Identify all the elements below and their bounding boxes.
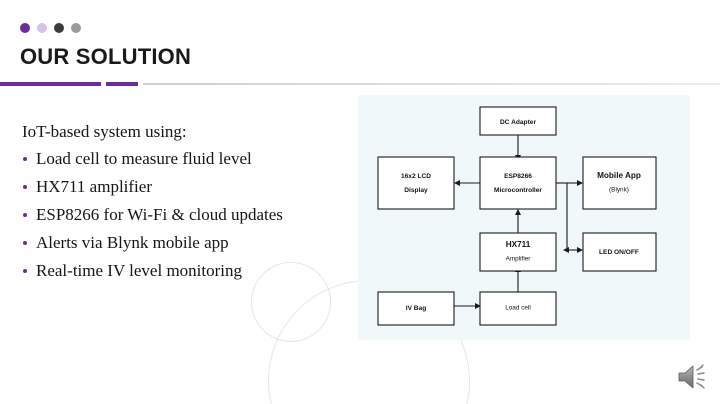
bullet-marker-icon bbox=[23, 213, 27, 217]
list-item: HX711 amplifier bbox=[22, 178, 352, 195]
dot-purple-light bbox=[37, 23, 47, 33]
diagram-box-label-line1: HX711 bbox=[506, 240, 531, 249]
bullet-marker-icon bbox=[23, 157, 27, 161]
intro-line: IoT-based system using: bbox=[22, 122, 187, 141]
dot-gray-light bbox=[71, 23, 81, 33]
divider-gray-segment bbox=[143, 83, 720, 85]
title-divider bbox=[0, 82, 720, 86]
diagram-box-label-line1: ESP8266 bbox=[504, 173, 532, 180]
diagram-box-mobile-app: Mobile App (Blynk) bbox=[582, 156, 657, 210]
list-item-label: HX711 amplifier bbox=[36, 177, 152, 196]
list-item-label: Real-time IV level monitoring bbox=[36, 261, 243, 280]
diagram-box-label: DC Adapter bbox=[500, 119, 536, 126]
diagram-box-label-line2: Microcontroller bbox=[494, 187, 542, 194]
divider-accent-segment-2 bbox=[106, 82, 138, 86]
speaker-icon[interactable] bbox=[676, 362, 710, 392]
diagram-box-label-line1: Mobile App bbox=[597, 171, 641, 180]
list-item-label: ESP8266 for Wi-Fi & cloud updates bbox=[36, 205, 283, 224]
diagram-box-hx711: HX711 Amplifier bbox=[479, 232, 557, 272]
list-item: Alerts via Blynk mobile app bbox=[22, 234, 352, 251]
list-item: Load cell to measure fluid level bbox=[22, 150, 352, 167]
diagram-box-label-line1: 16x2 LCD bbox=[401, 173, 431, 180]
diagram-box-dc-adapter: DC Adapter bbox=[479, 106, 557, 136]
list-item: ESP8266 for Wi-Fi & cloud updates bbox=[22, 206, 352, 223]
block-diagram-svg: DC Adapter 16x2 LCD Display ESP8266 Micr… bbox=[377, 106, 657, 326]
diagram-box-label: IV Bag bbox=[406, 305, 427, 312]
list-item: Real-time IV level monitoring bbox=[22, 262, 352, 279]
divider-accent-segment-1 bbox=[0, 82, 101, 86]
diagram-box-label-line2: Display bbox=[404, 187, 428, 194]
diagram-box-esp8266: ESP8266 Microcontroller bbox=[479, 156, 557, 210]
diagram-box-label-line2: Amplifier bbox=[506, 256, 532, 263]
diagram-box-led: LED ON/OFF bbox=[582, 232, 657, 272]
diagram-box-iv-bag: IV Bag bbox=[377, 291, 455, 326]
list-item-label: Load cell to measure fluid level bbox=[36, 149, 252, 168]
diagram-box-lcd-display: 16x2 LCD Display bbox=[377, 156, 455, 210]
diagram-box-label: LED ON/OFF bbox=[599, 249, 639, 256]
bullet-marker-icon bbox=[23, 241, 27, 245]
bullet-marker-icon bbox=[23, 269, 27, 273]
block-diagram-panel: DC Adapter 16x2 LCD Display ESP8266 Micr… bbox=[358, 95, 690, 340]
bullet-list: Load cell to measure fluid level HX711 a… bbox=[22, 150, 352, 279]
bullet-marker-icon bbox=[23, 185, 27, 189]
page-title: OUR SOLUTION bbox=[20, 44, 192, 69]
diagram-box-label-line2: (Blynk) bbox=[609, 187, 629, 194]
list-item-label: Alerts via Blynk mobile app bbox=[36, 233, 229, 252]
dot-gray-dark bbox=[54, 23, 64, 33]
diagram-box-label: Load cell bbox=[505, 305, 531, 312]
diagram-box-load-cell: Load cell bbox=[479, 291, 557, 326]
dot-purple-dark bbox=[20, 23, 30, 33]
dot-row bbox=[20, 23, 81, 33]
body-text-block: IoT-based system using: Load cell to mea… bbox=[22, 123, 352, 290]
